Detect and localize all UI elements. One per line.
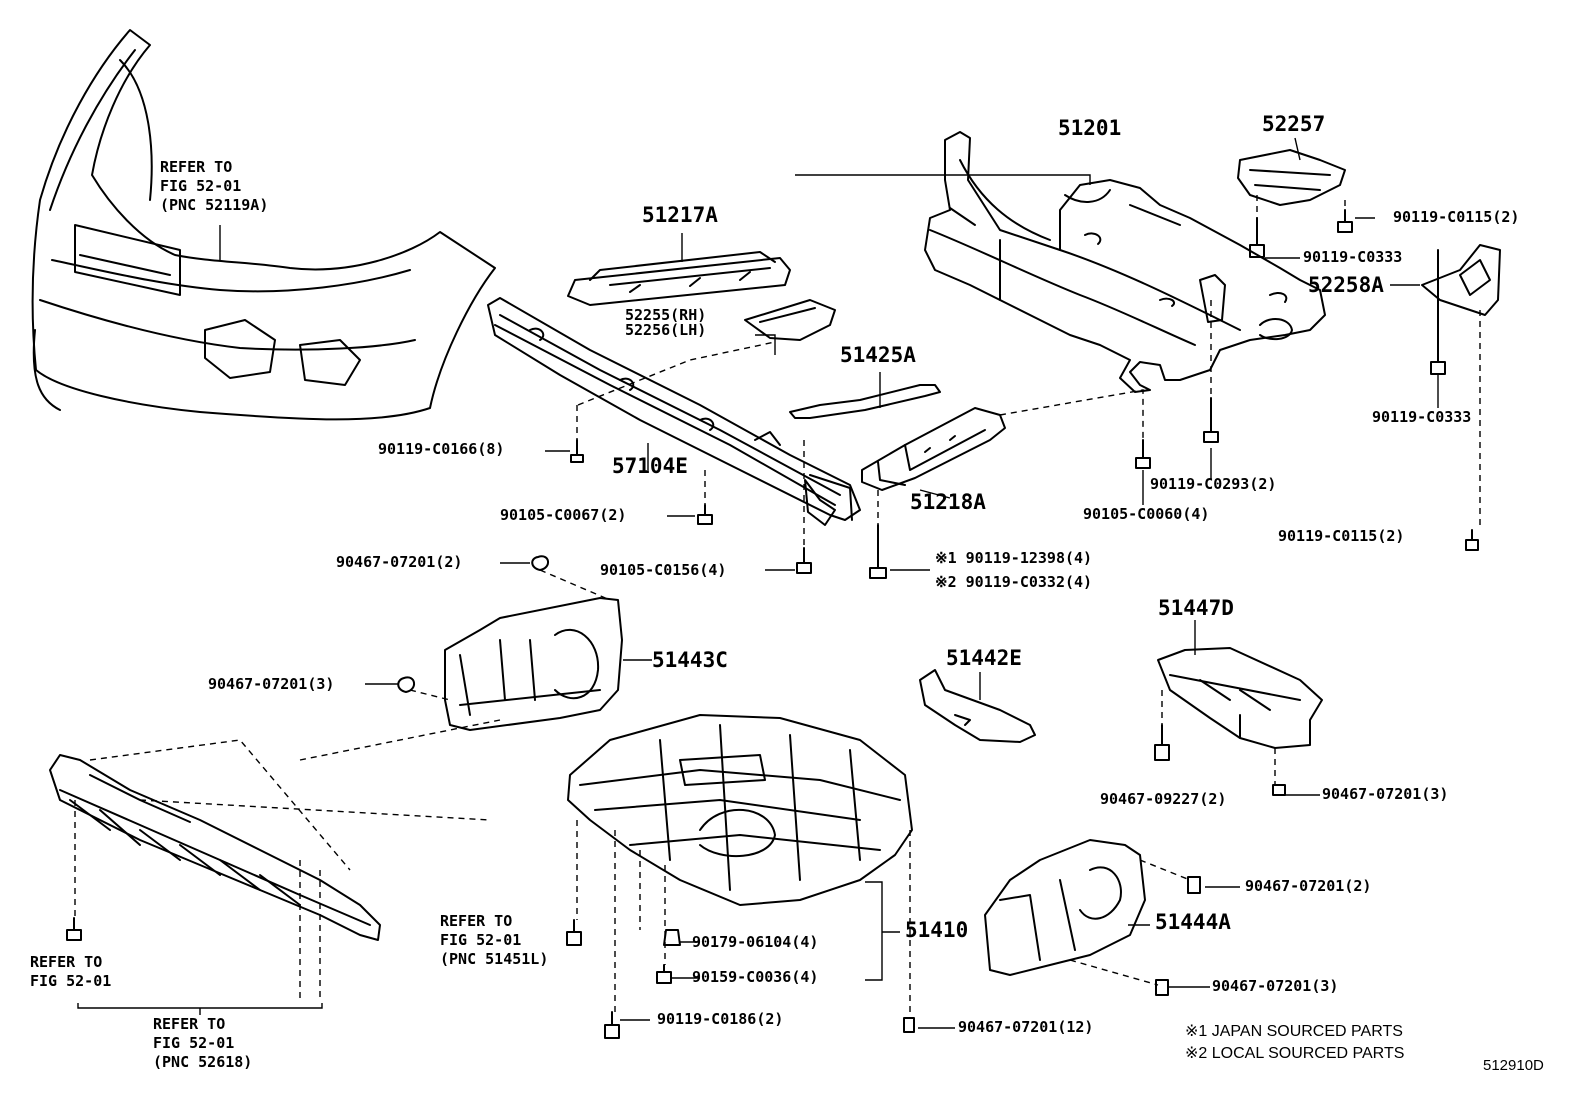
cover-51442E-drawing xyxy=(919,669,1036,743)
fastener-90119-C0186-label[interactable]: 90119-C0186(2) xyxy=(657,1010,784,1028)
lower-cover-drawing xyxy=(49,754,381,941)
part-51201-label[interactable]: 51201 xyxy=(1058,116,1122,140)
fastener-90467-07201-12-label[interactable]: 90467-07201(12) xyxy=(958,1018,1094,1036)
refer-to-fig-52-01[interactable]: REFER TO FIG 52-01 xyxy=(30,953,112,991)
part-52257-label[interactable]: 52257 xyxy=(1262,112,1326,136)
fastener-90119-12398-label[interactable]: ※1 90119-12398(4) xyxy=(935,549,1093,567)
bracket-52255-drawing xyxy=(744,299,836,341)
fastener-90467-07201-3a-label[interactable]: 90467-07201(3) xyxy=(208,675,335,693)
part-51443C-label[interactable]: 51443C xyxy=(652,648,728,672)
bracket-52258A-drawing xyxy=(1421,244,1501,316)
bracket-52257-drawing xyxy=(1237,149,1346,206)
fastener-90467-07201-3b-label[interactable]: 90467-07201(3) xyxy=(1322,785,1449,803)
note-local-sourced: ※2 LOCAL SOURCED PARTS xyxy=(1185,1045,1405,1062)
part-51425A-label[interactable]: 51425A xyxy=(840,343,916,367)
note-japan-sourced: ※1 JAPAN SOURCED PARTS xyxy=(1185,1023,1403,1040)
fastener-90119-C0166-label[interactable]: 90119-C0166(8) xyxy=(378,440,505,458)
part-51410-label[interactable]: 51410 xyxy=(905,918,969,942)
part-52255-52256-label[interactable]: 52255(RH) 52256(LH) xyxy=(625,306,707,339)
radiator-support-drawing xyxy=(487,297,861,526)
fastener-90119-C0333-a-label[interactable]: 90119-C0333 xyxy=(1303,248,1403,266)
fastener-90159-C0036-label[interactable]: 90159-C0036(4) xyxy=(692,968,819,986)
diagram-code: 512910D xyxy=(1483,1057,1544,1074)
shield-51443C-drawing xyxy=(444,597,623,731)
fastener-90119-C0333-b-label[interactable]: 90119-C0333 xyxy=(1372,408,1472,426)
part-51444A-label[interactable]: 51444A xyxy=(1155,910,1231,934)
fastener-90119-C0332-label[interactable]: ※2 90119-C0332(4) xyxy=(935,573,1093,591)
fastener-90119-C0293-label[interactable]: 90119-C0293(2) xyxy=(1150,475,1277,493)
refer-to-52119A[interactable]: REFER TO FIG 52-01 (PNC 52119A) xyxy=(160,158,269,215)
fastener-glyphs xyxy=(66,209,1479,1039)
part-51218A-label[interactable]: 51218A xyxy=(910,490,986,514)
cover-51447D-drawing xyxy=(1157,647,1323,749)
subframe-51201-drawing xyxy=(924,131,1326,393)
part-51217A-label[interactable]: 51217A xyxy=(642,203,718,227)
fastener-90105-C0060-label[interactable]: 90105-C0060(4) xyxy=(1083,505,1210,523)
fastener-90179-06104-label[interactable]: 90179-06104(4) xyxy=(692,933,819,951)
fastener-90105-C0067-label[interactable]: 90105-C0067(2) xyxy=(500,506,627,524)
bumper-cover-drawing xyxy=(31,29,496,421)
fastener-90119-C0115-top-label[interactable]: 90119-C0115(2) xyxy=(1393,208,1520,226)
fastener-90105-C0156-label[interactable]: 90105-C0156(4) xyxy=(600,561,727,579)
refer-to-51451L[interactable]: REFER TO FIG 52-01 (PNC 51451L) xyxy=(440,912,549,969)
bracket-51218A-drawing xyxy=(861,407,1006,491)
part-57104E-label[interactable]: 57104E xyxy=(612,454,688,478)
under-cover-51410-drawing xyxy=(567,714,913,906)
fastener-90467-07201-2b-label[interactable]: 90467-07201(2) xyxy=(1245,877,1372,895)
fastener-90467-07201-2a-label[interactable]: 90467-07201(2) xyxy=(336,553,463,571)
part-51447D-label[interactable]: 51447D xyxy=(1158,596,1234,620)
brace-51425A-drawing xyxy=(789,384,941,419)
shield-51444A-drawing xyxy=(984,839,1146,976)
refer-to-52618[interactable]: REFER TO FIG 52-01 (PNC 52618) xyxy=(153,1015,253,1072)
part-52258A-label[interactable]: 52258A xyxy=(1308,273,1384,297)
bracket-51217A-drawing xyxy=(567,251,791,306)
fastener-90119-C0115-low-label[interactable]: 90119-C0115(2) xyxy=(1278,527,1405,545)
fastener-90467-09227-label[interactable]: 90467-09227(2) xyxy=(1100,790,1227,808)
fastener-90467-07201-3c-label[interactable]: 90467-07201(3) xyxy=(1212,977,1339,995)
part-51442E-label[interactable]: 51442E xyxy=(946,646,1022,670)
